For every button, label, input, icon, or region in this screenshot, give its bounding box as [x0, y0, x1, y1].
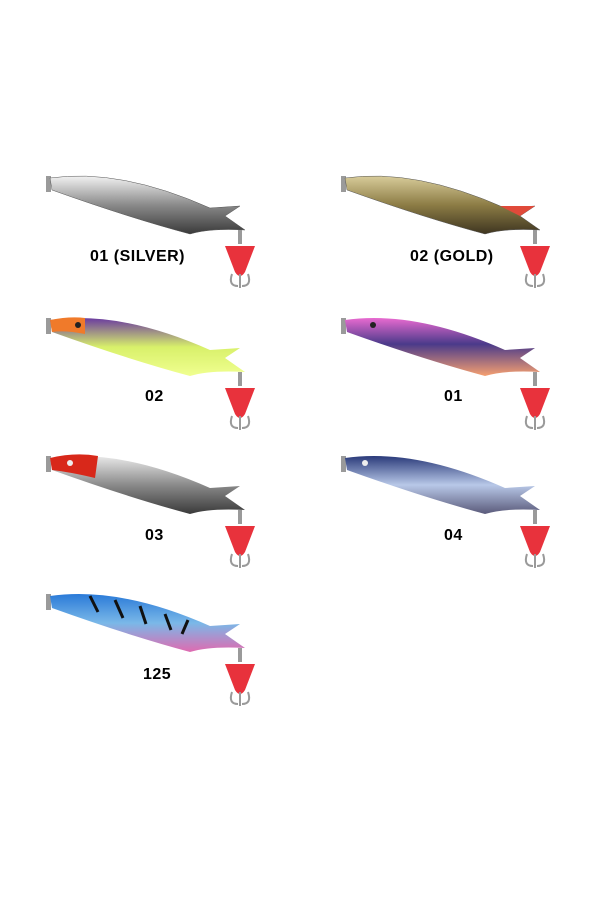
lure-red-head [40, 448, 300, 588]
lure-blue-holo-image [341, 456, 550, 568]
lure-silver-image [46, 175, 255, 288]
lure-label-02: 02 [145, 388, 164, 405]
lure-pink-orange [335, 310, 595, 450]
lure-blue-holo [335, 448, 595, 588]
lure-pink-orange-image [341, 318, 550, 430]
lure-blue-tiger-image [46, 594, 255, 706]
lure-label-04: 04 [444, 527, 463, 544]
lure-blue-tiger [40, 586, 300, 726]
lure-gold-image [341, 175, 550, 288]
lure-label-125: 125 [143, 666, 172, 683]
lure-label-03: 03 [145, 527, 164, 544]
lure-label-01-silver: 01 (SILVER) [90, 248, 185, 265]
lure-orange-yellow-image [46, 317, 255, 430]
lure-silver [40, 168, 300, 308]
lure-gold [335, 168, 595, 308]
lure-label-01: 01 [444, 388, 463, 405]
lure-label-02-gold: 02 (GOLD) [410, 248, 494, 265]
lure-red-head-image [46, 454, 255, 568]
lure-orange-yellow [40, 310, 300, 450]
